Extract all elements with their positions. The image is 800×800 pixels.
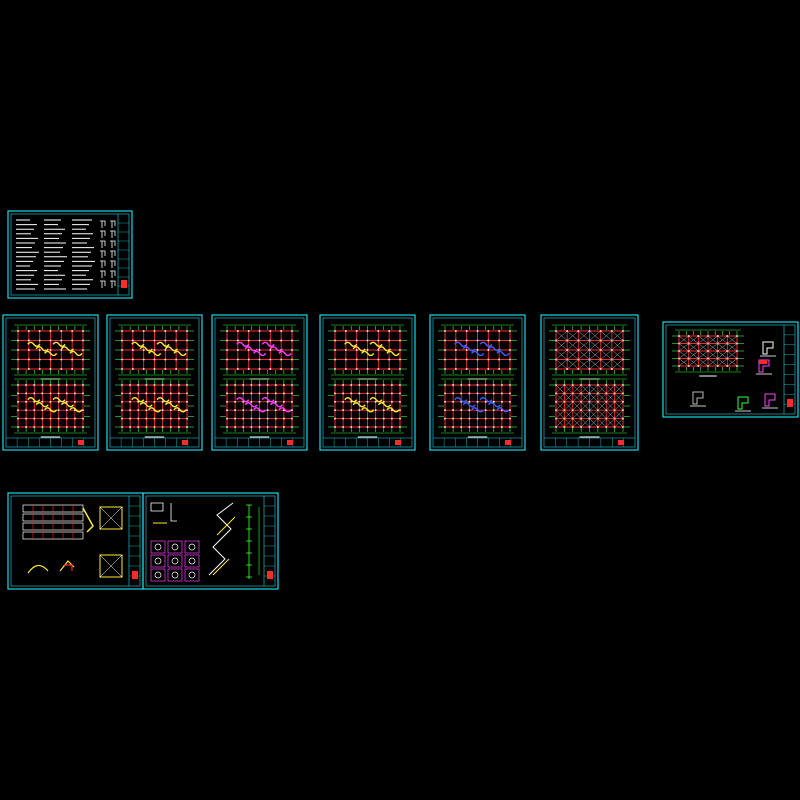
- sheet-1: [2, 314, 99, 451]
- sheet-4: [319, 314, 416, 451]
- sheet-2: [106, 314, 203, 451]
- sheet-6: [540, 314, 639, 451]
- sheet-notes: [7, 210, 133, 299]
- sheet-stair-b: [142, 492, 279, 590]
- sheet-details: [662, 321, 799, 418]
- sheet-stair-a: [7, 492, 144, 590]
- sheet-5: [429, 314, 526, 451]
- sheet-3: [211, 314, 308, 451]
- sheet-set: [2, 210, 799, 590]
